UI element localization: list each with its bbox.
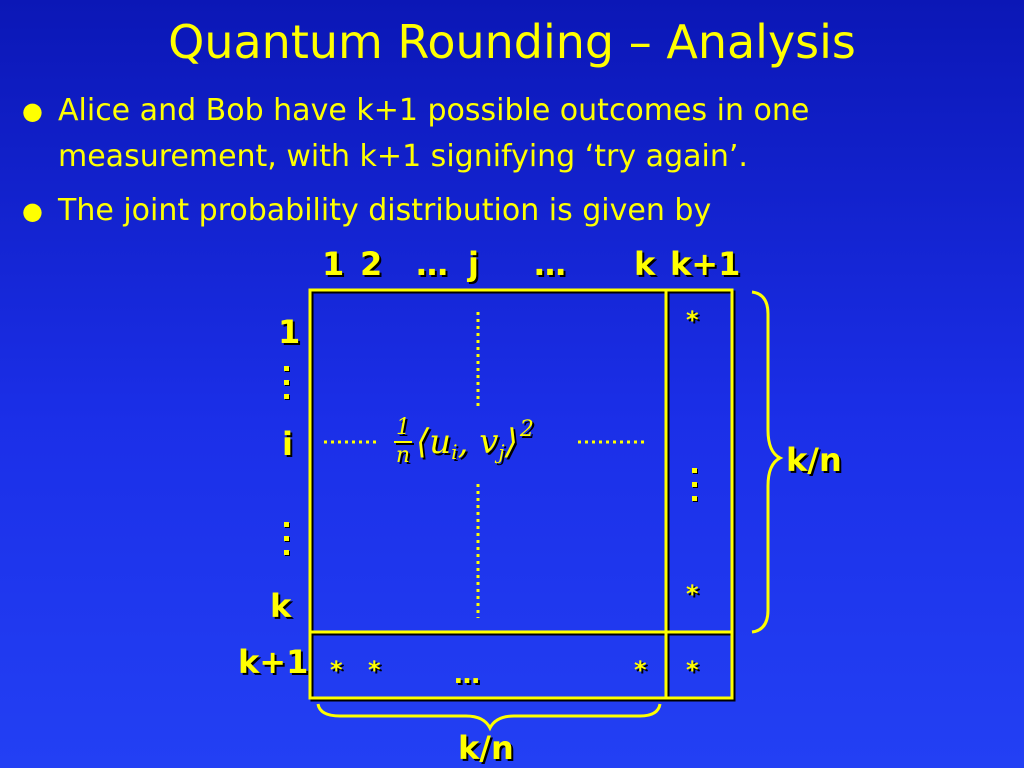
bottom-row-ellipsis: …: [454, 660, 482, 690]
bullet-item-outcomes: ● Alice and Bob have k+1 possible outcom…: [22, 88, 1002, 180]
matrix-entry-formula: 1 n ⟨ u i , v j ⟩ 2: [394, 410, 534, 474]
bracket-close: ⟩: [504, 422, 518, 462]
row-label-1: 1: [278, 313, 301, 351]
row-label-k-plus-1: k+1: [238, 643, 309, 681]
star-bottom-k: *: [634, 656, 647, 684]
bracket-open: ⟨: [416, 422, 430, 462]
slide-title: Quantum Rounding – Analysis: [168, 15, 856, 69]
col-label-ellipsis-2: …: [534, 245, 566, 283]
col-label-2: 2: [360, 245, 383, 283]
fraction-denominator: n: [395, 443, 411, 468]
formula-exponent: 2: [519, 417, 534, 442]
star-bottom-1: *: [330, 656, 343, 684]
bottom-brace-label: k/n: [458, 729, 514, 767]
row-vdots-lower: [284, 522, 289, 564]
matrix-frame: [310, 290, 736, 702]
fraction-bar: [394, 441, 412, 443]
right-curly-brace: [751, 290, 784, 634]
row-label-i: i: [282, 425, 293, 463]
col-label-k-plus-1: k+1: [670, 245, 741, 283]
matrix-outer-border: [308, 288, 734, 700]
row-vdots-upper: [284, 366, 289, 408]
right-column-vdots: [692, 468, 697, 510]
col-label-k: k: [634, 245, 656, 283]
star-bottom-2: *: [368, 656, 381, 684]
fraction-numerator: 1: [396, 415, 410, 440]
bullet-dot-icon: ●: [22, 97, 43, 125]
star-bottom-corner: *: [686, 656, 699, 684]
bottom-curly-brace: [316, 703, 662, 732]
bullet-dot-icon: ●: [22, 197, 43, 225]
col-label-ellipsis-1: …: [416, 245, 448, 283]
bullet-text: The joint probability distribution is gi…: [58, 193, 712, 228]
star-right-k: *: [686, 580, 699, 608]
bullet-list: ● Alice and Bob have k+1 possible outcom…: [22, 88, 1002, 242]
vector-u-index: i: [451, 440, 458, 464]
bullet-item-joint-distribution: ● The joint probability distribution is …: [22, 188, 1002, 234]
vector-u: u: [429, 422, 452, 462]
formula-comma: ,: [457, 422, 480, 462]
star-right-top: *: [686, 306, 699, 334]
row-label-k: k: [270, 587, 292, 625]
vector-v-index: j: [498, 440, 505, 464]
vector-v: v: [479, 422, 499, 462]
bullet-text: Alice and Bob have k+1 possible outcomes…: [58, 93, 810, 174]
formula-fraction: 1 n: [394, 416, 412, 468]
right-brace-label: k/n: [786, 441, 842, 479]
col-label-j: j: [468, 245, 479, 283]
col-label-1: 1: [322, 245, 345, 283]
